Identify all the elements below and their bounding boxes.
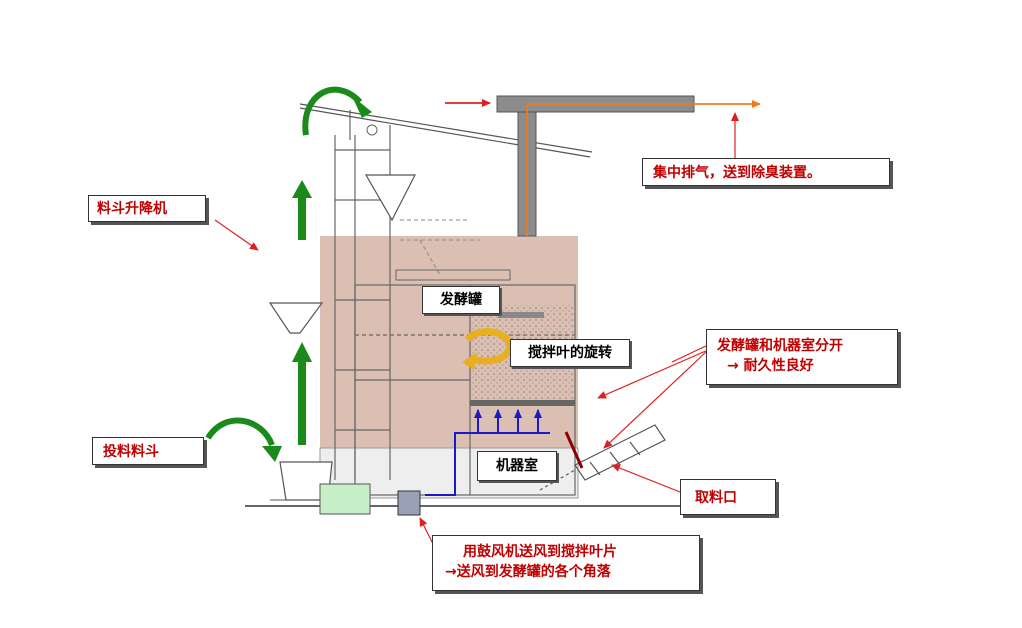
- air-flow: [425, 409, 550, 496]
- machine-room-label: 机器室: [477, 451, 557, 481]
- air-plate: [470, 400, 575, 406]
- upper-bucket: [364, 174, 416, 222]
- roof: [299, 103, 593, 158]
- feed-chute: [400, 219, 480, 276]
- outlet-label: 取料口: [680, 479, 776, 515]
- hopper-elevator-label: 料斗升降机: [88, 195, 206, 222]
- pulley-wheel: [366, 124, 378, 136]
- outlet-gate: [564, 431, 584, 469]
- lower-bucket: [268, 302, 324, 334]
- feeding-hopper-label: 投料料斗: [92, 437, 204, 465]
- outlet-conveyor: [539, 424, 666, 491]
- separation-label: 发酵罐和机器室分开 → 耐久性良好: [706, 329, 898, 385]
- mixer-plate-top: [498, 312, 544, 318]
- blower-unit: [397, 490, 421, 516]
- blower-label: 用鼓风机送风到搅拌叶片 →送风到发酵罐的各个角落: [432, 535, 700, 591]
- blower-green-unit: [319, 483, 371, 515]
- exhaust-pipe: [496, 95, 761, 237]
- rotation-label: 搅拌叶的旋转: [510, 339, 630, 367]
- pointer-lines: [214, 112, 739, 543]
- exhaust-label: 集中排气，送到除臭装置。: [642, 158, 890, 186]
- green-lift-arrows: [205, 86, 372, 462]
- tank-label: 发酵罐: [422, 286, 500, 314]
